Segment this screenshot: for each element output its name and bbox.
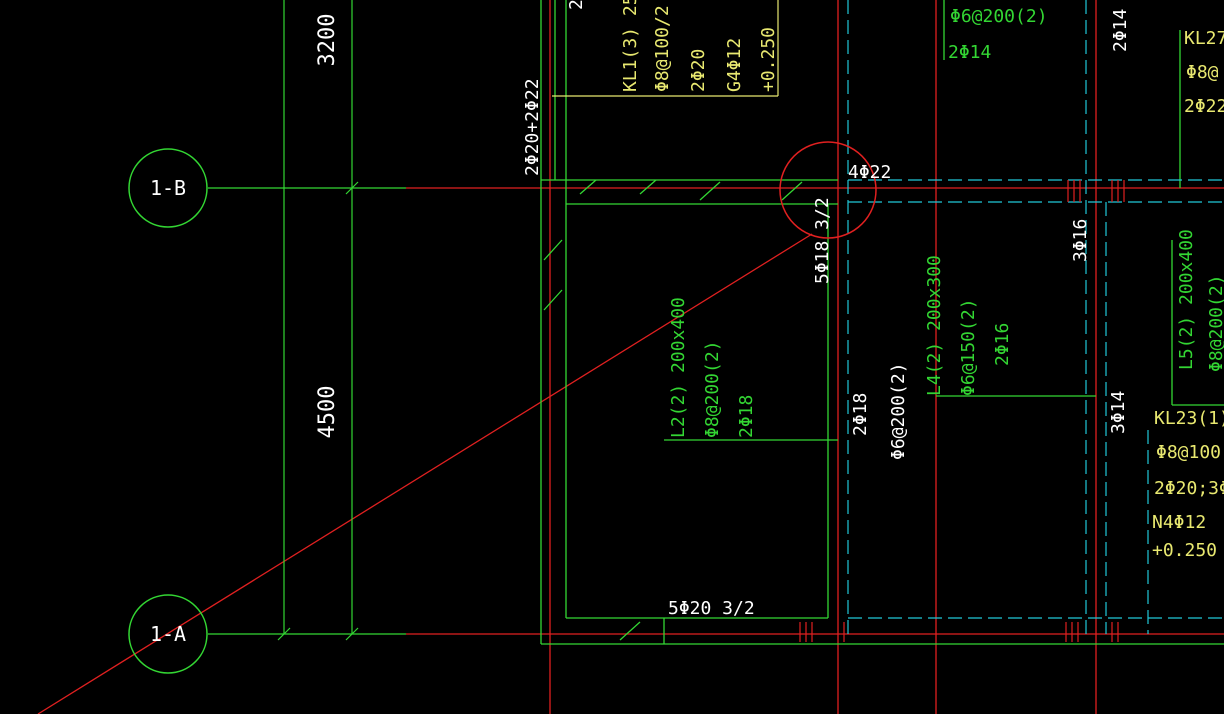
kl23-side: N4Φ12	[1152, 512, 1206, 533]
kl1-name: KL1(3) 250	[620, 0, 641, 92]
hatch	[781, 181, 803, 201]
dimension-lines	[208, 0, 406, 641]
kl1-annotation: 2 KL1(3) 250 Φ8@100/2 2Φ20 G4Φ12 +0.250	[552, 0, 779, 97]
l2-bar: 2Φ18	[736, 395, 757, 438]
kl1-bottom: 2	[566, 0, 587, 10]
top-bar: 2Φ14	[948, 42, 991, 63]
bar-3phi14: 3Φ14	[1108, 391, 1129, 434]
l4-bar: 2Φ16	[992, 323, 1013, 366]
axis-circle-b	[128, 148, 208, 228]
mid-bar: 2Φ18	[850, 393, 871, 436]
hatch	[699, 181, 721, 201]
top-stirrup: Φ6@200(2)	[950, 6, 1048, 27]
l2-name: L2(2) 200x400	[668, 297, 689, 438]
kl23-elevation: +0.250	[1152, 540, 1217, 561]
highlight-circle[interactable]	[779, 141, 877, 239]
dashed-beams	[847, 0, 1224, 634]
hatch	[543, 289, 563, 311]
l5-name: L5(2) 200x400	[1176, 229, 1197, 370]
dim-tick	[345, 181, 359, 195]
left-bar-label: 2Φ20+2Φ22	[522, 78, 543, 176]
kl1-top-bar: 2Φ20	[688, 49, 709, 92]
axis-bubble-b[interactable]: 1-B	[128, 148, 208, 228]
dimension-top: 3200	[315, 14, 340, 67]
beam-outlines	[540, 0, 1224, 645]
hatch	[639, 179, 657, 195]
break-marks	[799, 180, 1125, 642]
bottom-bar: 5Φ20 3/2	[668, 598, 755, 619]
axis-circle-a	[128, 594, 208, 674]
kl27-stirrup: Φ8@	[1186, 62, 1219, 83]
far-top-bar: 2Φ14	[1110, 9, 1131, 52]
mid-stirrup: Φ6@200(2)	[888, 362, 909, 460]
kl23-bar: 2Φ20;3Φ	[1154, 478, 1224, 499]
l4-name: L4(2) 200x300	[924, 255, 945, 396]
column-bar: 5Φ18 3/2	[812, 197, 833, 284]
kl27-bar: 2Φ22	[1184, 96, 1224, 117]
kl23-stirrup: Φ8@100	[1156, 442, 1221, 463]
dim-tick	[345, 627, 359, 641]
red-grid-lines	[37, 0, 1224, 714]
hatch	[579, 179, 597, 195]
kl27-name: KL27	[1184, 28, 1224, 49]
kl1-side-bar: G4Φ12	[724, 38, 745, 92]
section-leader-line	[37, 233, 813, 714]
kl1-elevation: +0.250	[758, 27, 779, 92]
corner-bar: 4Φ22	[848, 162, 891, 183]
axis-bubble-a[interactable]: 1-A	[128, 594, 208, 674]
l2-stirrup: Φ8@200(2)	[702, 340, 723, 438]
dim-tick	[277, 627, 291, 641]
hatch	[543, 239, 563, 261]
dimension-middle: 4500	[315, 386, 340, 439]
axis-label-a: 1-A	[150, 622, 186, 646]
l5-stirrup: Φ8@200(2)	[1206, 274, 1224, 372]
axis-label-b: 1-B	[150, 176, 186, 200]
kl1-stirrup: Φ8@100/2	[652, 5, 673, 92]
l4-stirrup: Φ6@150(2)	[958, 298, 979, 396]
bar-3phi16: 3Φ16	[1070, 219, 1091, 262]
kl23-name: KL23(1)	[1154, 408, 1224, 429]
hatch	[619, 621, 641, 641]
